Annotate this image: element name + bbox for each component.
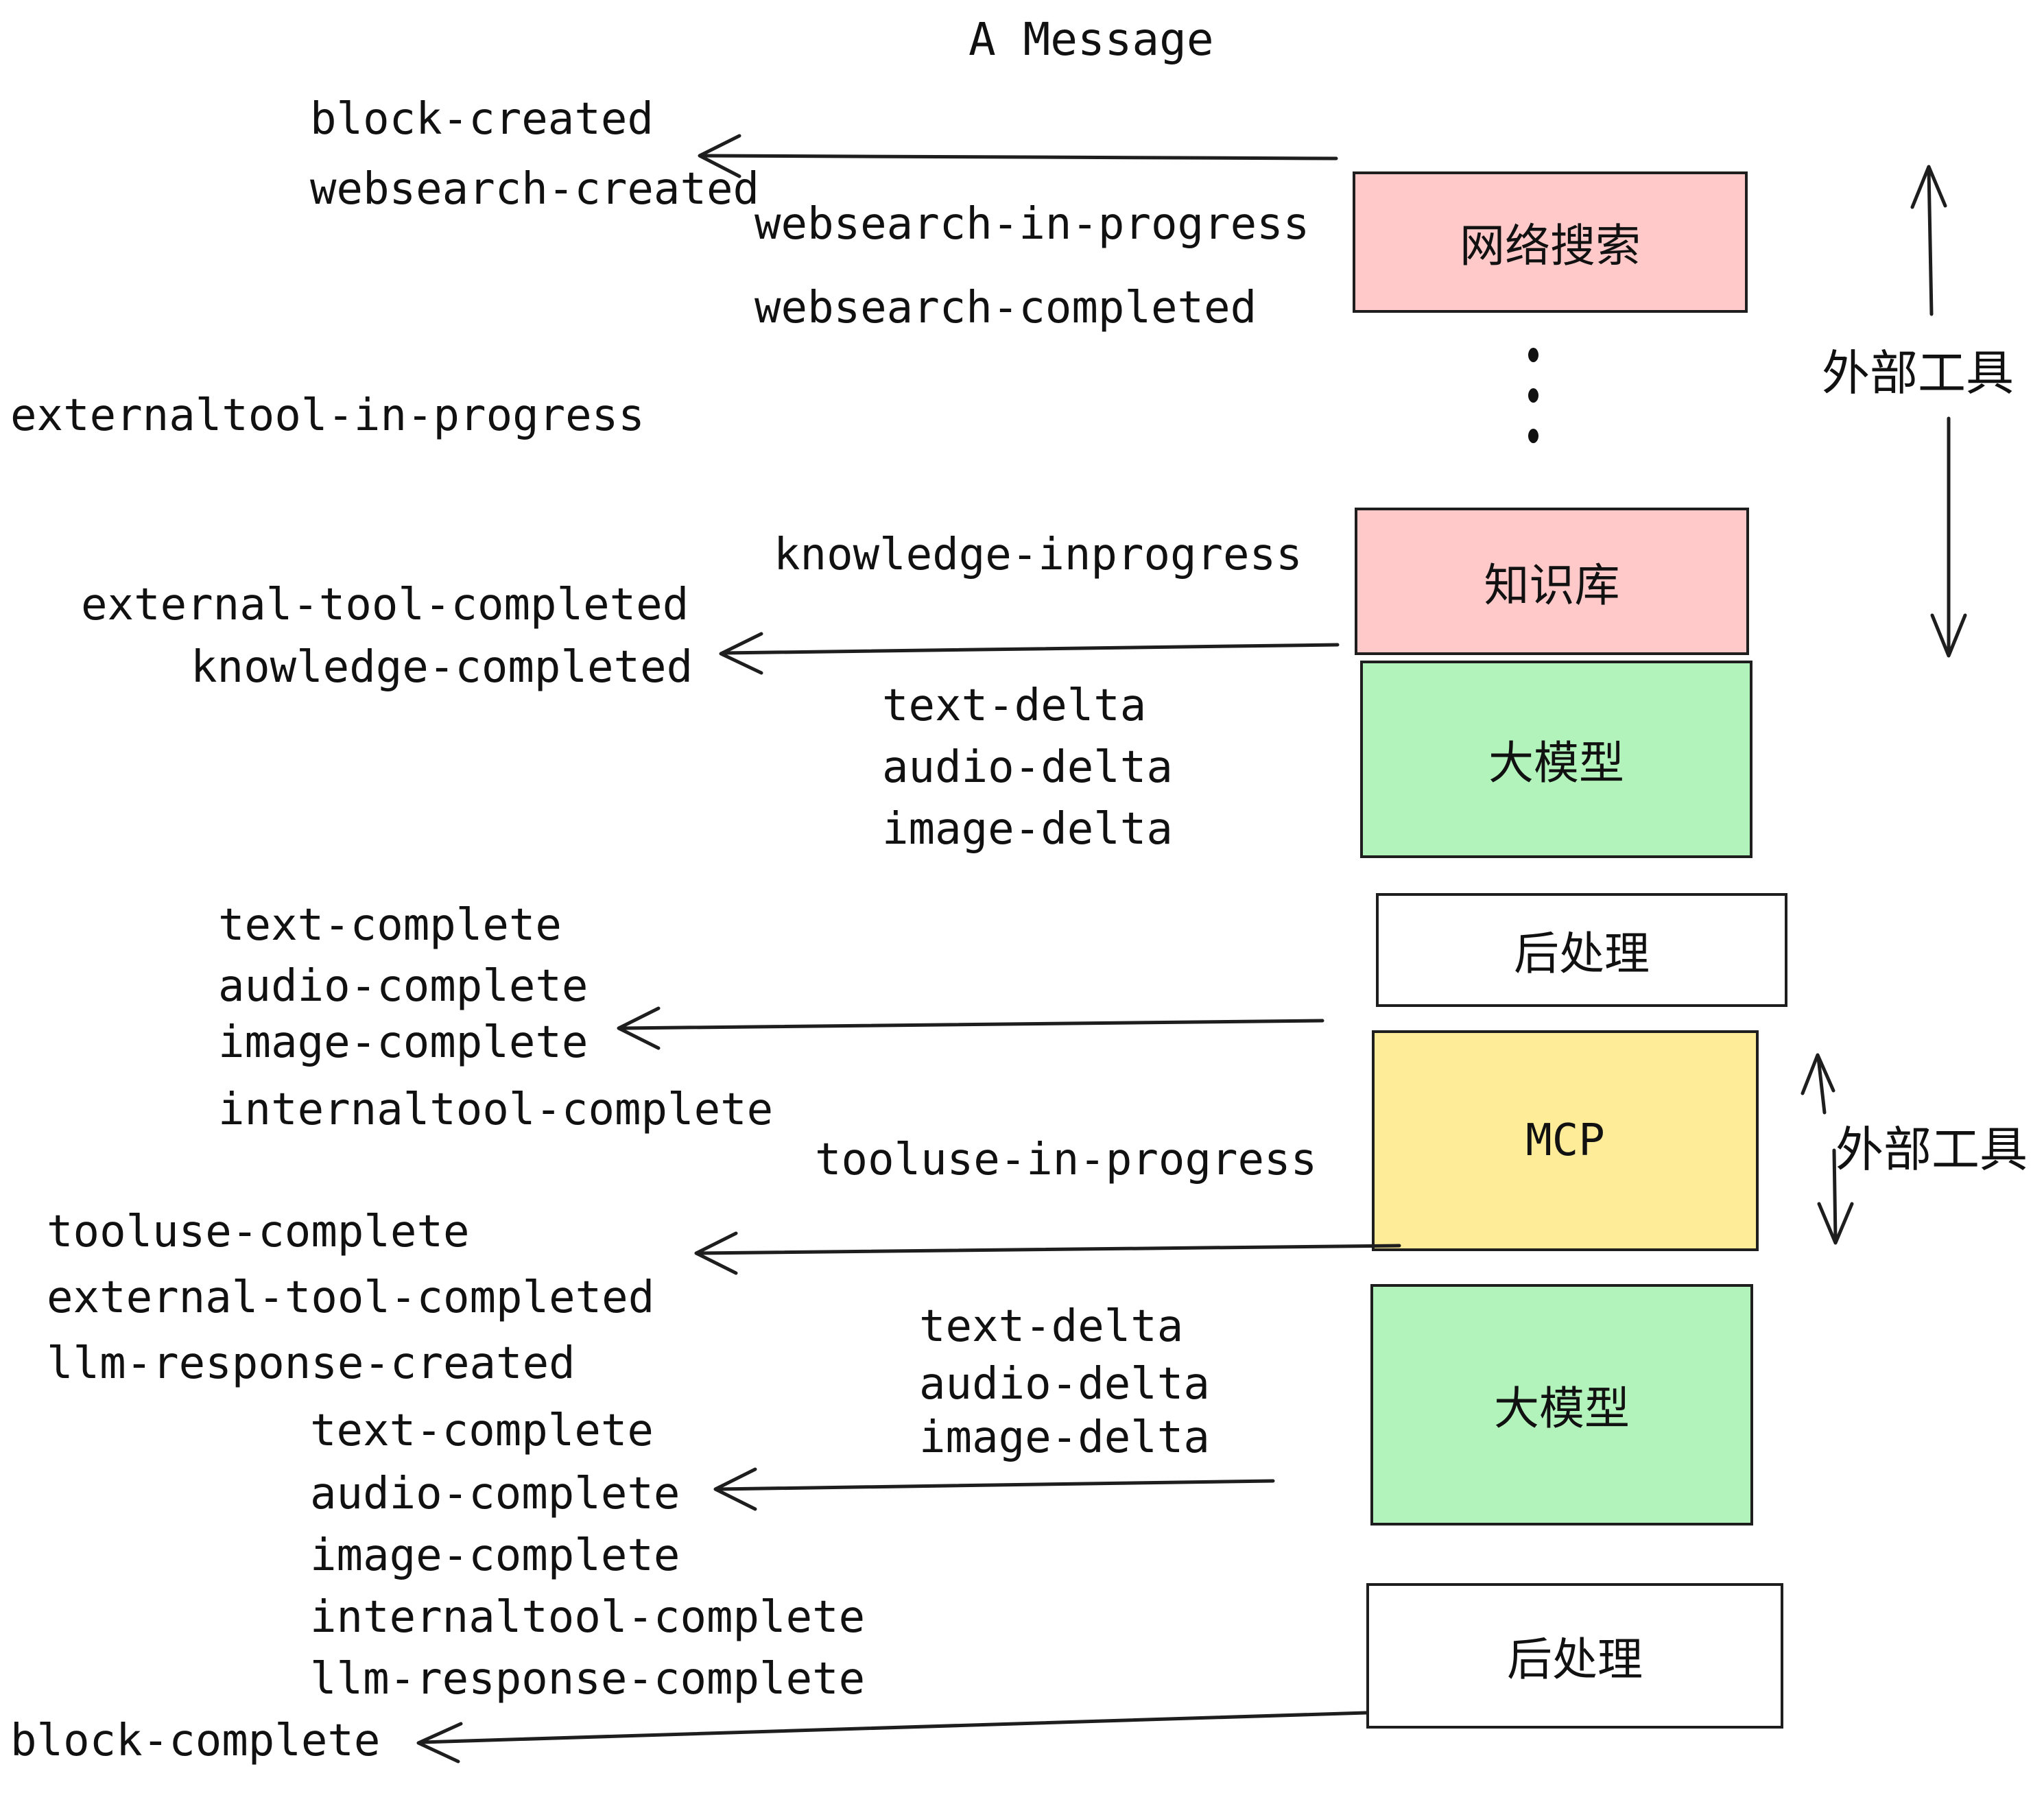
arrow-to-image-complete — [617, 1006, 1324, 1050]
diagram-title: A Message — [968, 13, 1214, 66]
label-external-tools-mcp: 外部工具 — [1835, 1123, 2028, 1176]
vertical-ellipsis-dots — [1528, 348, 1538, 443]
node-post-process-top-label: 后处理 — [1514, 928, 1650, 979]
event-label-internaltool-complete-2: internaltool-complete — [310, 1592, 866, 1643]
event-label-external-tool-completed: external-tool-completed — [81, 580, 689, 630]
event-label-image-complete: image-complete — [218, 1017, 589, 1068]
event-label-knowledge-completed: knowledge-completed — [191, 642, 693, 693]
event-label-external-tool-completed-2: external-tool-completed — [47, 1272, 655, 1323]
dot — [1528, 429, 1538, 443]
node-web-search-label: 网络搜索 — [1460, 220, 1641, 271]
node-llm-bottom-label: 大模型 — [1494, 1383, 1630, 1434]
arrow-to-knowledge-completed — [719, 632, 1340, 675]
event-label-websearch-completed: websearch-completed — [754, 283, 1257, 333]
event-label-image-delta-2: image-delta — [919, 1412, 1210, 1463]
event-label-websearch-created: websearch-created — [310, 164, 760, 215]
double-arrow-external-tools-top — [1910, 165, 1967, 658]
event-label-audio-complete-2: audio-complete — [310, 1469, 680, 1519]
event-label-audio-delta: audio-delta — [882, 742, 1173, 793]
arrow-to-audio-complete — [713, 1467, 1275, 1511]
event-label-externaltool-in-progress: externaltool-in-progress — [10, 390, 645, 441]
node-knowledge-base: 知识库 — [1355, 508, 1749, 655]
event-label-image-delta: image-delta — [882, 804, 1173, 855]
event-label-internaltool-complete: internaltool-complete — [218, 1084, 774, 1135]
node-post-process-bottom-label: 后处理 — [1507, 1634, 1643, 1685]
node-mcp-label: MCP — [1525, 1115, 1605, 1166]
event-label-tooluse-complete: tooluse-complete — [47, 1207, 470, 1257]
node-llm-top: 大模型 — [1360, 661, 1752, 858]
node-web-search: 网络搜索 — [1353, 171, 1748, 313]
event-label-text-delta: text-delta — [882, 680, 1147, 731]
event-label-image-complete-2: image-complete — [310, 1530, 680, 1581]
arrow-to-tooluse-complete — [694, 1231, 1401, 1275]
event-label-text-complete-2: text-complete — [310, 1405, 654, 1456]
node-post-process-top: 后处理 — [1376, 893, 1787, 1007]
node-mcp: MCP — [1372, 1030, 1759, 1251]
node-knowledge-base-label: 知识库 — [1484, 559, 1620, 610]
event-label-text-complete: text-complete — [218, 900, 562, 951]
dot — [1528, 348, 1538, 362]
event-label-block-created: block-created — [310, 94, 654, 145]
node-post-process-bottom: 后处理 — [1366, 1583, 1783, 1729]
event-label-llm-response-created: llm-response-created — [47, 1338, 575, 1389]
node-llm-top-label: 大模型 — [1488, 737, 1624, 788]
event-label-block-complete: block-complete — [10, 1716, 381, 1766]
label-external-tools-top: 外部工具 — [1822, 346, 2014, 400]
node-llm-bottom: 大模型 — [1370, 1284, 1753, 1526]
event-label-websearch-in-progress: websearch-in-progress — [754, 199, 1310, 250]
dot — [1528, 388, 1538, 403]
event-label-audio-delta-2: audio-delta — [919, 1359, 1210, 1410]
arrow-to-block-complete — [416, 1711, 1368, 1764]
event-label-text-delta-2: text-delta — [919, 1301, 1184, 1352]
event-label-knowledge-inprogress: knowledge-inprogress — [774, 530, 1303, 580]
event-label-audio-complete: audio-complete — [218, 961, 589, 1012]
event-label-tooluse-in-progress: tooluse-in-progress — [815, 1135, 1318, 1185]
event-label-llm-response-complete: llm-response-complete — [310, 1654, 866, 1705]
arrow-to-websearch-created — [698, 134, 1338, 178]
